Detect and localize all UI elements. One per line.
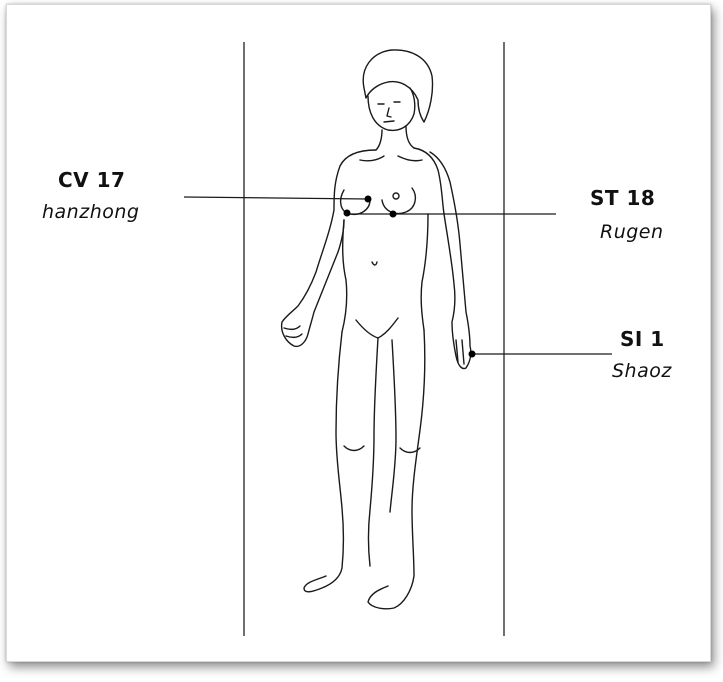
st18-code-label: ST 18 (590, 186, 655, 210)
cv17-code-label: CV 17 (58, 168, 125, 192)
si1-code-label: SI 1 (620, 327, 665, 351)
st18-point-left (344, 210, 351, 217)
human-figure (282, 50, 471, 609)
st18-name-label: Rugen (600, 221, 664, 243)
si1-name-label: Shaoz (612, 360, 672, 382)
si1-point (469, 351, 476, 358)
st18-point-right (390, 211, 397, 218)
cv17-name-label: hanzhong (42, 201, 139, 223)
cv17-point (365, 196, 372, 203)
